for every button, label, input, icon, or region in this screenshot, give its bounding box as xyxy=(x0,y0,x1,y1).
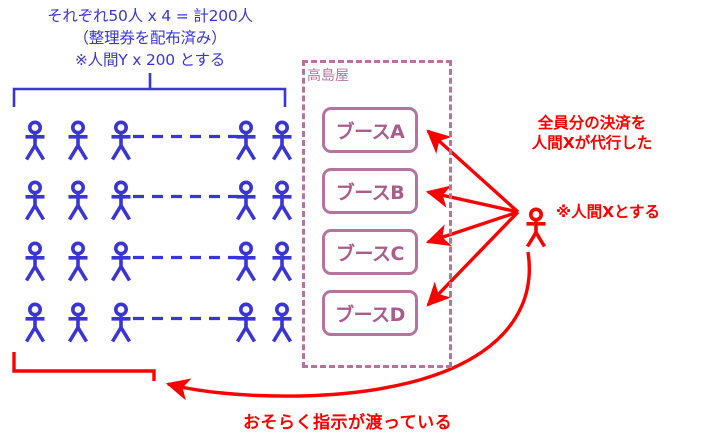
payment-arrow-booth-d xyxy=(426,210,520,307)
payment-arrow-booth-c xyxy=(425,210,519,247)
payment-note: 全員分の決済を 人間Xが代行した xyxy=(483,113,701,153)
crowd-row xyxy=(23,120,294,162)
crowd-row xyxy=(23,241,294,283)
booth-b-label: ブースB xyxy=(335,181,405,204)
person-figure xyxy=(23,120,294,162)
payment-note-line-1: 全員分の決済を xyxy=(537,114,647,132)
person-x-caption: ※人間Xとする xyxy=(556,203,661,221)
payment-note-line-2: 人間Xが代行した xyxy=(531,134,653,153)
crowd-row xyxy=(23,302,294,344)
payment-arrow-booth-b xyxy=(425,185,519,214)
crowd-row xyxy=(23,180,294,222)
person-figure xyxy=(23,180,294,222)
person-figure xyxy=(23,241,294,283)
crowd-bracket xyxy=(12,73,287,107)
booth-c-label: ブースC xyxy=(336,242,405,265)
crowd-figures xyxy=(23,120,294,344)
crowd-note-line-1: それぞれ50人 x 4 = 計200人 xyxy=(47,7,253,25)
store-label: 高島屋 xyxy=(307,68,349,84)
instruction-arrow xyxy=(165,251,531,401)
person-x-figure xyxy=(524,207,548,249)
person-figure xyxy=(23,302,294,344)
crowd-note-line-2: （整理券を配布済み） xyxy=(73,29,227,47)
payment-arrows xyxy=(425,129,520,307)
booth-a[interactable]: ブースA xyxy=(322,107,418,153)
crowd-note: それぞれ50人 x 4 = 計200人 （整理券を配布済み） ※人間Y x 20… xyxy=(0,4,300,70)
bottom-note: おそらく指示が渡っている xyxy=(243,413,453,433)
booth-d[interactable]: ブースD xyxy=(322,290,418,336)
booth-c[interactable]: ブースC xyxy=(322,229,418,275)
instruction-bracket xyxy=(12,352,156,381)
store-container xyxy=(302,60,452,368)
crowd-note-line-3: ※人間Y x 200 とする xyxy=(74,51,226,69)
booth-a-label: ブースA xyxy=(335,120,405,143)
booth-d-label: ブースD xyxy=(335,303,405,326)
payment-arrow-booth-a xyxy=(426,129,520,214)
booth-b[interactable]: ブースB xyxy=(322,168,418,214)
crowd-dashed-connectors xyxy=(133,134,238,321)
